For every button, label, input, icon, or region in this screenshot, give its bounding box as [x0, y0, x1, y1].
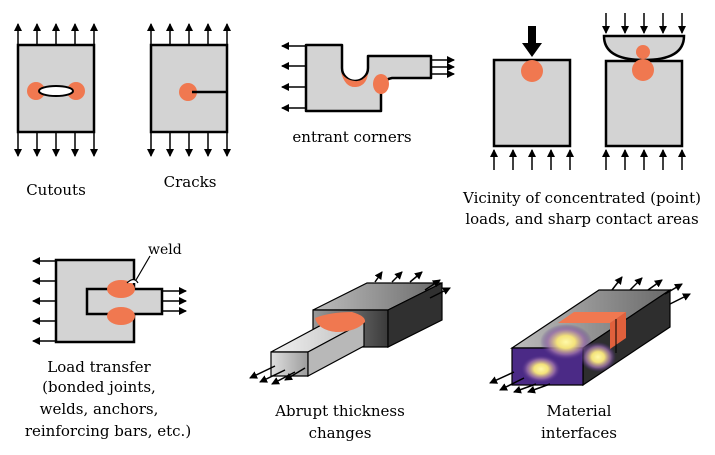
vicinity-caption-line1: Vicinity of concentrated (point) — [462, 189, 701, 207]
material-glow-upper — [540, 324, 592, 360]
cutouts-stress-left — [27, 82, 45, 100]
entrant-left-arrows — [281, 42, 306, 112]
entrant-stress-corner — [373, 74, 389, 94]
load-transfer-panel: weld Load transfer (bonded joints, welds… — [25, 242, 191, 440]
cutouts-stress-right — [67, 82, 85, 100]
load-transfer-right-arrows — [162, 287, 187, 315]
vicinity-caption-line2: loads, and sharp contact areas — [465, 210, 698, 228]
entrant-corners-panel: entrant corners — [281, 42, 455, 146]
contact-stress-lower — [632, 59, 654, 81]
abrupt-caption-line2: changes — [309, 424, 372, 442]
entrant-plate — [304, 43, 433, 113]
abrupt-thickness-panel: Abrupt thickness changes — [249, 271, 451, 442]
thin-bar-front — [270, 351, 309, 377]
point-load-bottom-arrows — [490, 149, 574, 170]
point-load-arrow-icon — [522, 26, 542, 57]
vicinity-panel: Vicinity of concentrated (point) loads, … — [462, 13, 701, 228]
material-caption-line2: interfaces — [541, 424, 617, 442]
cutouts-bottom-arrows — [14, 133, 98, 157]
material-glow-front — [521, 355, 561, 383]
entrant-caption: entrant corners — [292, 128, 411, 146]
cutouts-hole — [38, 85, 74, 97]
load-transfer-stress-bottom — [107, 307, 135, 325]
weld-leader-line — [135, 255, 151, 281]
material-caption-line1: Material — [547, 402, 612, 420]
material-top-arrows — [611, 276, 691, 305]
load-transfer-left-arrows — [32, 257, 56, 345]
thin-bar-side — [307, 320, 365, 378]
weld-bead — [126, 278, 139, 284]
load-transfer-caption-line2: (bonded joints, — [42, 378, 156, 396]
weld-label: weld — [148, 242, 182, 258]
cutouts-panel: Cutouts — [14, 23, 98, 199]
cracks-caption: Cracks — [164, 173, 217, 191]
cracks-panel: Cracks — [147, 23, 231, 191]
entrant-stress-notch — [341, 72, 368, 88]
load-transfer-caption-line4: reinforcing bars, etc.) — [25, 422, 191, 440]
cracks-top-arrows — [147, 23, 231, 44]
abrupt-caption-line1: Abrupt thickness — [274, 402, 405, 420]
entrant-right-arrows — [431, 56, 455, 78]
cracks-bottom-arrows — [147, 133, 231, 157]
cutouts-caption: Cutouts — [26, 181, 86, 199]
abrupt-top-arrows — [374, 271, 451, 299]
cutouts-top-arrows — [14, 23, 98, 44]
material-bottom-arrows — [489, 371, 551, 394]
abrupt-bottom-arrows — [249, 365, 306, 385]
material-interfaces-panel: Material interfaces — [489, 276, 691, 442]
contact-bottom-arrows — [602, 149, 686, 170]
material-interface-band-side — [610, 312, 626, 349]
contact-stress-upper — [636, 45, 650, 59]
thick-block-side — [387, 282, 443, 348]
load-transfer-caption-line1: Load transfer — [47, 358, 151, 376]
material-interface-band-top — [558, 312, 626, 323]
point-load-stress-zone — [521, 60, 543, 82]
abrupt-stress-zone — [315, 312, 366, 332]
material-glow-right — [580, 342, 616, 372]
point-load-block — [490, 26, 574, 170]
contact-load-block — [602, 13, 686, 170]
load-transfer-caption-line3: welds, anchors, — [40, 400, 159, 418]
load-transfer-stress-top — [107, 280, 135, 298]
contact-top-arrows — [602, 13, 686, 34]
cracks-stress-zone — [179, 83, 197, 101]
